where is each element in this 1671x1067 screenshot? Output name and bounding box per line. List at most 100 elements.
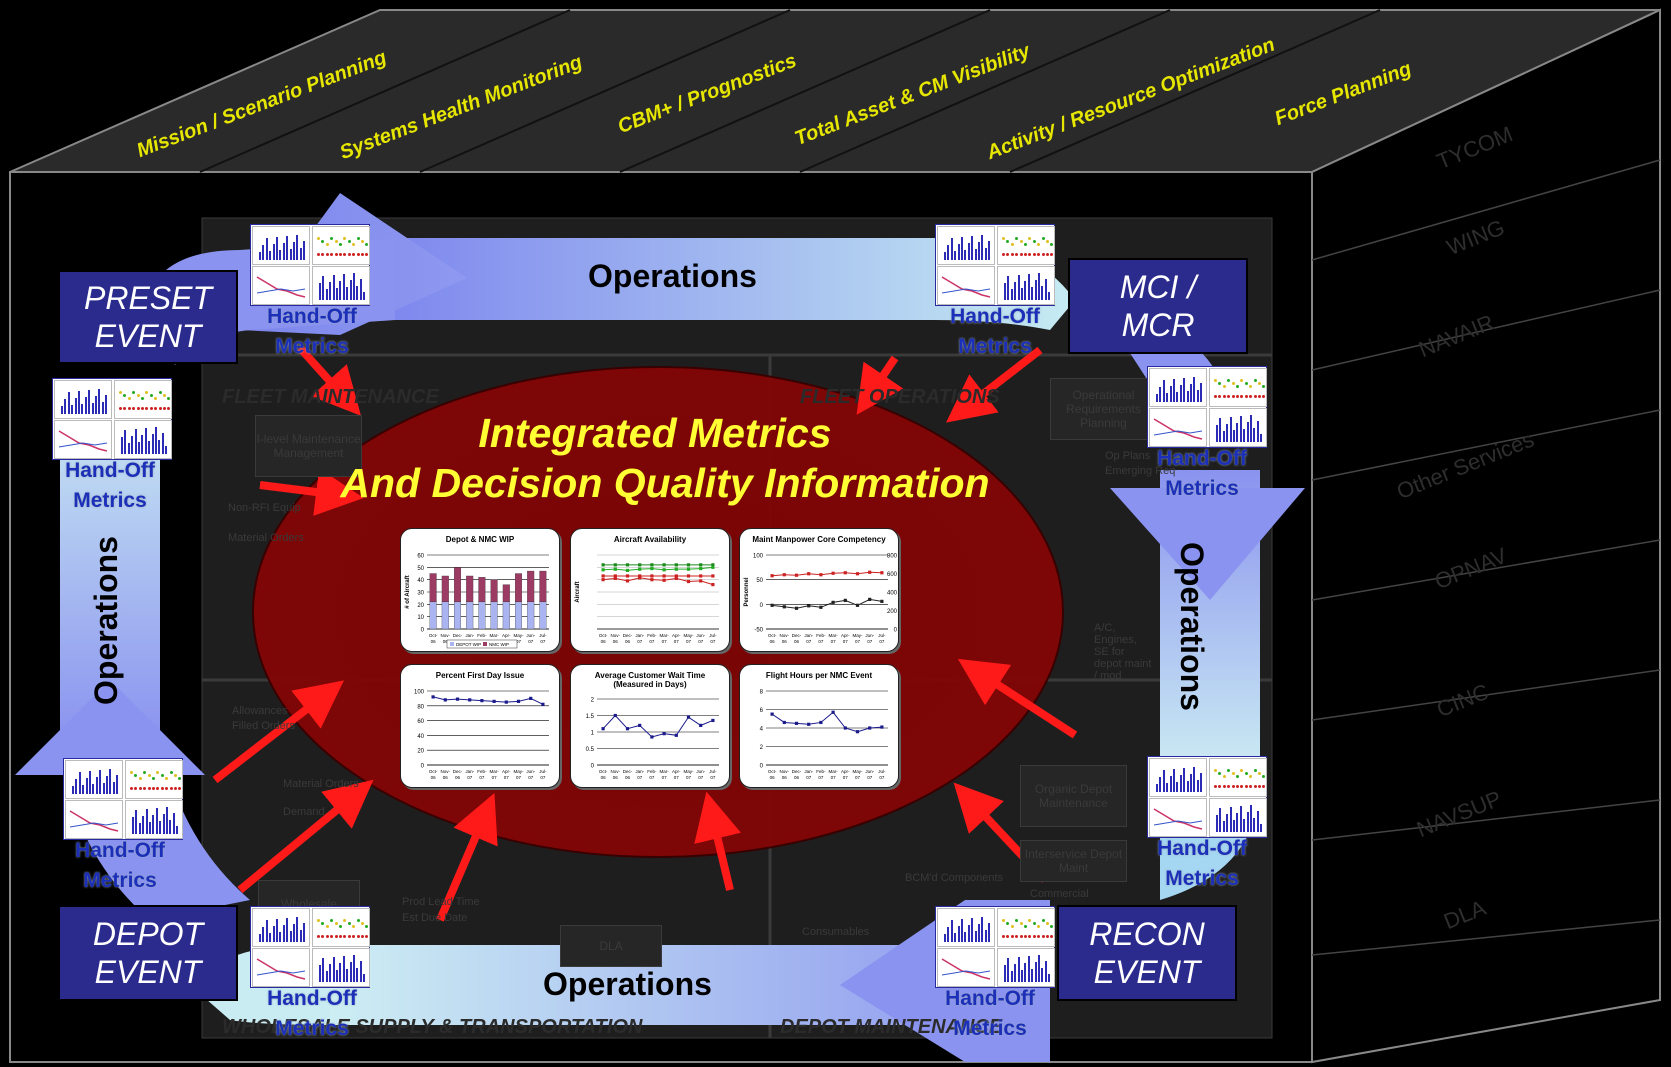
data-point: [674, 576, 678, 581]
handoff-label-bottom-left: Hand-Off Metrics: [267, 987, 357, 1040]
data-point: [686, 574, 691, 578]
legend-swatch: [450, 642, 454, 646]
bar: [514, 573, 523, 603]
data-point: [699, 563, 703, 567]
data-point: [711, 718, 715, 723]
data-point: [819, 720, 823, 725]
data-point: [613, 713, 617, 718]
y-tick-label: 60: [417, 554, 424, 560]
bar: [527, 601, 535, 630]
x-tick-label: 06: [770, 639, 776, 644]
data-point: [613, 563, 617, 567]
data-point: [650, 566, 654, 571]
bg-note-14: Commercial: [1030, 888, 1089, 900]
bg-box-op-req: Operational Requirements Planning: [1050, 378, 1157, 440]
handoff-label-top-right: Hand-Off Metrics: [950, 305, 1040, 358]
data-point: [770, 603, 774, 607]
data-point: [613, 574, 617, 578]
handoff-metrics-thumbnail: [935, 906, 1055, 988]
x-tick-label: May-: [684, 633, 695, 638]
data-point: [880, 725, 884, 729]
x-tick-label: Feb-: [647, 769, 657, 774]
x-tick-label: May-: [853, 633, 864, 638]
y-tick-label: 50: [756, 578, 763, 584]
x-tick-label: 07: [649, 775, 655, 780]
quadrant-wholesale-supply: WHOLESALE SUPPLY & TRANSPORTATION: [222, 1016, 643, 1038]
x-tick-label: 06: [625, 639, 631, 644]
data-point: [601, 563, 605, 567]
bar: [539, 570, 547, 603]
x-tick-label: 07: [637, 775, 643, 780]
data-point: [650, 563, 654, 567]
y2-tick-label: 0: [894, 628, 898, 634]
x-tick-label: 06: [455, 775, 461, 780]
bg-note-12: Consumables: [802, 926, 870, 938]
data-point: [686, 715, 691, 719]
data-point: [601, 578, 605, 582]
handoff-metrics-thumbnail: [1147, 366, 1267, 448]
bar: [502, 601, 510, 630]
chart-title: Flight Hours per NMC Event: [765, 671, 873, 680]
data-point: [468, 698, 472, 702]
x-tick-label: 06: [443, 775, 449, 780]
y-tick-label: 6: [760, 708, 764, 714]
title-line-2: And Decision Quality Information: [340, 460, 990, 506]
x-tick-label: 07: [674, 775, 680, 780]
legend-swatch: [483, 642, 487, 646]
y-tick-label: 0.5: [586, 747, 595, 753]
x-tick-label: 06: [625, 775, 631, 780]
data-point: [638, 567, 642, 571]
bar: [539, 601, 547, 630]
x-tick-label: Nov-: [441, 769, 451, 774]
y-tick-label: 1.5: [586, 714, 595, 720]
x-tick-label: May-: [514, 633, 525, 638]
x-tick-label: Feb-: [816, 633, 826, 638]
chart-title: Aircraft Availability: [613, 535, 687, 544]
x-tick-label: Nov-: [780, 769, 790, 774]
data-point: [504, 700, 508, 704]
x-tick-label: 06: [443, 639, 449, 644]
bar: [527, 570, 535, 603]
handoff-label-right-upper: Hand-Off Metrics: [1157, 447, 1247, 500]
x-tick-label: 06: [782, 775, 788, 780]
bar: [453, 601, 462, 630]
x-tick-label: Dec-: [453, 769, 463, 774]
bg-box-dla: DLA: [560, 925, 662, 967]
handoff-metrics-thumbnail: [250, 906, 370, 988]
bg-note-9: Prod Lead Time: [402, 896, 480, 908]
x-tick-label: Oct-: [429, 633, 438, 638]
y-tick-label: 20: [417, 603, 424, 609]
quadrant-fleet-maintenance: FLEET MAINTENANCE: [222, 386, 439, 408]
data-point: [674, 567, 678, 571]
bg-box-ilevel: I-level Maintenance Management: [255, 415, 362, 477]
x-tick-label: Feb-: [477, 633, 487, 638]
x-tick-label: 06: [601, 775, 607, 780]
y-axis-label: Personnel: [744, 577, 750, 606]
data-point: [601, 568, 605, 572]
x-tick-label: Nov-: [611, 633, 621, 638]
x-tick-label: 06: [794, 775, 800, 780]
x-tick-label: Jul-: [709, 769, 717, 774]
bar: [502, 584, 510, 603]
y2-tick-label: 800: [887, 554, 898, 560]
x-tick-label: May-: [514, 769, 525, 774]
x-tick-label: 07: [818, 775, 824, 780]
y2-tick-label: 400: [887, 591, 898, 597]
x-tick-label: Jun-: [526, 633, 535, 638]
bg-note-3: Allowances: [232, 705, 288, 717]
data-point: [807, 722, 811, 726]
x-tick-label: Mar-: [659, 633, 669, 638]
data-point: [662, 574, 666, 578]
bg-note-1: Non-RFI Equip: [228, 502, 301, 514]
data-point: [711, 563, 715, 567]
x-tick-label: 07: [540, 775, 546, 780]
x-tick-label: 06: [613, 775, 619, 780]
x-tick-label: 07: [843, 775, 849, 780]
y-tick-label: 100: [753, 554, 764, 560]
y-tick-label: 40: [417, 734, 424, 740]
data-point: [650, 574, 654, 578]
y-tick-label: 60: [417, 719, 424, 725]
x-tick-label: Dec-: [792, 769, 802, 774]
handoff-metrics-thumbnail: [52, 378, 172, 460]
